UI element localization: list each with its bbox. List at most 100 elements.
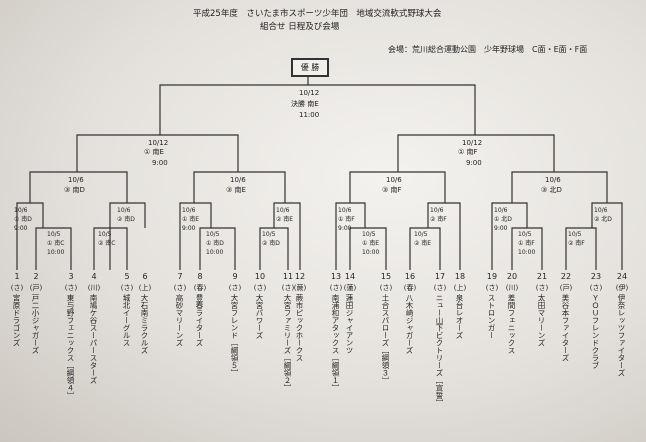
team-number: 5 (124, 272, 130, 281)
team-number: 1 (14, 272, 20, 281)
team-region: (川) (505, 284, 519, 292)
team-name: 南浦和アタックス［綱領１］ (331, 294, 340, 392)
team-region: (上) (453, 284, 467, 292)
final-date: 10/12 (299, 89, 320, 97)
team-number: 21 (536, 272, 548, 281)
final-time: 11:00 (299, 111, 320, 119)
round1-field: ② 南E (414, 240, 432, 247)
team-number: 24 (616, 272, 628, 281)
round2-date: 10/6 (430, 207, 444, 214)
round2-time: 9:00 (338, 225, 352, 232)
team-name: 蓮田ジャイアンツ (345, 294, 354, 354)
team-region: (さ) (173, 284, 187, 292)
round1-date: 10/5 (414, 231, 428, 238)
team-number: 11 (282, 272, 294, 281)
round1-time: 10:00 (206, 249, 224, 256)
round2-date: 10/6 (494, 207, 508, 214)
team-number: 12 (294, 272, 306, 281)
team-region: (さ) (120, 284, 134, 292)
round2-date: 10/6 (117, 207, 131, 214)
team-name: 泉台レオーズ (455, 294, 464, 339)
team-name: 豊春ライターズ (195, 294, 204, 347)
semifinal-time: 9:00 (152, 159, 168, 167)
semifinal-field: ① 南E (144, 148, 164, 156)
team-number: 4 (91, 272, 97, 281)
team-number: 19 (486, 272, 498, 281)
team-name: 大宮ファミリーズ［綱領２］ (283, 294, 292, 392)
team-number: 22 (560, 272, 572, 281)
round1-date: 10/5 (262, 231, 276, 238)
team-region: (さ) (253, 284, 267, 292)
team-name: 東与野フェニックス［綱領４］ (66, 294, 75, 399)
round1-field: ② 南C (98, 240, 116, 247)
team-region: (さ) (485, 284, 499, 292)
team-name: 蕨市ピックホークス (295, 294, 304, 362)
team-name: 伊奈レッツファイターズ (617, 294, 626, 377)
team-region: (上) (138, 284, 152, 292)
team-region: (川) (87, 284, 101, 292)
semifinal-time: 9:00 (466, 159, 482, 167)
team-name: 土合スパローズ［綱領３］ (381, 294, 390, 384)
team-region: (さ) (433, 284, 447, 292)
team-region: (さ) (281, 284, 295, 292)
team-name: 宮原ドラゴンズ (12, 294, 21, 347)
round1-time: 10:00 (518, 249, 536, 256)
team-number: 20 (506, 272, 518, 281)
team-number: 23 (590, 272, 602, 281)
round1-date: 10/5 (206, 231, 220, 238)
round1-field: ② 南F (568, 240, 585, 247)
team-region: (さ) (228, 284, 242, 292)
round2-field: ① 北D (494, 216, 512, 223)
round2-field: ① 南D (14, 216, 32, 223)
team-number: 16 (404, 272, 416, 281)
team-number: 7 (177, 272, 183, 281)
team-region: (蓮) (343, 284, 357, 292)
semifinal-date: 10/12 (462, 139, 483, 147)
team-name: 八木崎ジャガーズ (405, 294, 414, 354)
round2-date: 10/6 (594, 207, 608, 214)
round1-field: ① 南E (362, 240, 380, 247)
team-name: 南鳩ケ谷スーパースターズ (89, 294, 98, 384)
team-number: 13 (330, 272, 342, 281)
team-name: 戸二小ジャガーズ (31, 294, 40, 354)
round1-time: 10:00 (362, 249, 380, 256)
team-name: ＹＯＵフレンドクラブ (591, 294, 600, 369)
round1-date: 10/5 (518, 231, 532, 238)
round2-field: ② 南F (430, 216, 447, 223)
round2-date: 10/6 (276, 207, 290, 214)
team-name: 差間フェニックス (507, 294, 516, 354)
quarterfinal-field: ③ 北D (541, 186, 562, 194)
team-number: 18 (454, 272, 466, 281)
team-name: 大石南ミラクルズ (140, 294, 149, 354)
quarterfinal-date: 10/6 (545, 176, 561, 184)
team-number: 15 (380, 272, 392, 281)
round2-time: 9:00 (182, 225, 196, 232)
quarterfinal-field: ③ 南E (226, 186, 246, 194)
team-number: 9 (232, 272, 238, 281)
team-region: (蕨) (293, 284, 307, 292)
round1-time: 10:00 (47, 249, 65, 256)
round1-field: ① 南D (206, 240, 224, 247)
round1-date: 10/5 (568, 231, 582, 238)
round2-date: 10/6 (182, 207, 196, 214)
team-region: (さ) (64, 284, 78, 292)
team-region: (さ) (589, 284, 603, 292)
quarterfinal-date: 10/6 (230, 176, 246, 184)
venue-line: 会場：荒川総合運動公園 少年野球場 C面・E面・F面 (388, 45, 588, 54)
semifinal-date: 10/12 (148, 139, 169, 147)
quarterfinal-field: ③ 南F (382, 186, 402, 194)
team-number: 17 (434, 272, 446, 281)
round2-date: 10/6 (338, 207, 352, 214)
round2-field: ① 南F (338, 216, 355, 223)
round2-field: ② 南D (117, 216, 135, 223)
round2-field: ① 南E (182, 216, 200, 223)
round2-field: ② 北D (594, 216, 612, 223)
round2-field: ② 南E (276, 216, 294, 223)
round1-date: 10/5 (98, 231, 112, 238)
team-number: 10 (254, 272, 266, 281)
quarterfinal-field: ③ 南D (64, 186, 85, 194)
document-subtitle: 組合せ 日程及び会場 (260, 22, 340, 32)
round2-time: 9:00 (14, 225, 28, 232)
team-region: (さ) (329, 284, 343, 292)
